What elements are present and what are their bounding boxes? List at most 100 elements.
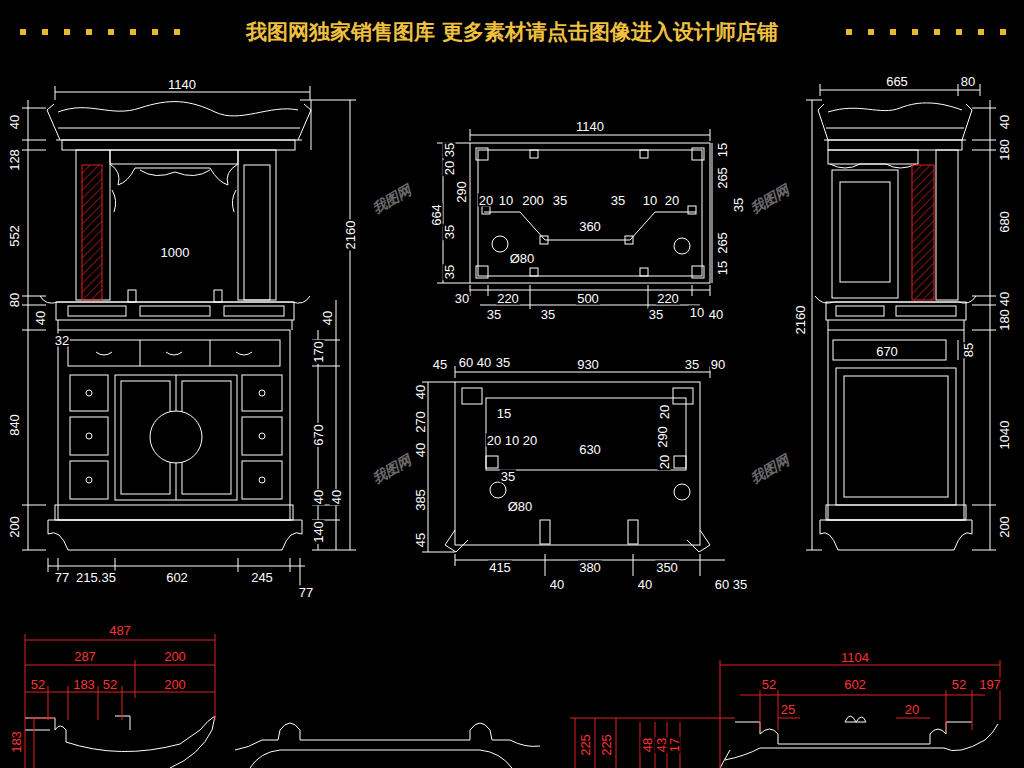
dimension-label: 77 — [298, 586, 314, 599]
dimension-label: 15 — [496, 407, 512, 420]
dimension-label: 40 — [637, 578, 653, 591]
dimension-label: 45 — [432, 358, 448, 371]
dimension-label: 200 — [8, 515, 21, 539]
watermark: 我图网 — [748, 453, 793, 486]
dimension-label: 35 — [500, 470, 516, 483]
dimension-label: 40 — [330, 489, 343, 505]
dimension-label: 930 — [576, 358, 600, 371]
dimension-label: 40 — [321, 310, 334, 326]
dimension-label: 664 — [430, 203, 443, 227]
dimension-label: 197 — [978, 678, 1002, 691]
dimension-label: 680 — [998, 210, 1011, 234]
red-dimensions — [25, 634, 1000, 768]
dimension-label: 170 — [312, 340, 325, 364]
dimension-label: 200 — [521, 194, 545, 207]
dimension-label: 670 — [875, 345, 899, 358]
dimension-label: Ø80 — [509, 252, 536, 265]
dimension-label: 20 — [904, 703, 920, 716]
dimension-label: 40 — [998, 114, 1011, 130]
dimension-label: 290 — [455, 180, 468, 204]
dimension-label: 40 — [312, 489, 325, 505]
dimension-label: 552 — [8, 224, 21, 248]
dimension-label: 20 — [658, 404, 671, 420]
dimension-label: 20 — [443, 160, 456, 176]
dimension-label: 52 — [30, 678, 46, 691]
dimension-label: Ø80 — [507, 500, 534, 513]
dimension-label: 602 — [165, 571, 189, 584]
dimension-label: 40 — [476, 356, 492, 369]
dimension-label: 183 — [72, 678, 96, 691]
dimension-label: 500 — [576, 292, 600, 305]
dimension-label: 128 — [8, 148, 21, 172]
dimension-label: 380 — [578, 561, 602, 574]
watermark: 我图网 — [748, 183, 793, 216]
dimension-label: 40 — [8, 114, 21, 130]
watermark: 我图网 — [370, 183, 415, 216]
dimension-label: 20 — [658, 454, 671, 470]
dimension-label: 30 — [454, 292, 470, 305]
dimension-label: 35 — [552, 194, 568, 207]
dimension-label: 2160 — [794, 305, 807, 336]
dimension-label: 265 — [716, 166, 729, 190]
dimension-label: 140 — [312, 520, 325, 544]
dimension-label: 48 — [641, 737, 654, 753]
dimension-label: 60 — [714, 578, 730, 591]
dimension-label: 215.35 — [75, 571, 117, 584]
dimension-label: 10 — [498, 194, 514, 207]
dimension-label: 40 — [34, 310, 47, 326]
dimension-label: 80 — [960, 75, 976, 88]
dimension-label: 287 — [73, 650, 97, 663]
top-plan — [437, 129, 712, 309]
dimension-label: 630 — [578, 443, 602, 456]
dimension-label: 80 — [8, 292, 21, 308]
dimension-label: 10 — [689, 306, 705, 319]
dimension-label: 1000 — [160, 246, 191, 259]
dimension-label: 670 — [312, 423, 325, 447]
dimension-label: 40 — [414, 442, 427, 458]
dimension-label: 35 — [540, 308, 556, 321]
dimension-label: 35 — [443, 264, 456, 280]
dimension-label: 220 — [656, 292, 680, 305]
dimension-label: 270 — [414, 410, 427, 434]
watermark: 我图网 — [370, 453, 415, 486]
dimension-label: 77 — [54, 571, 70, 584]
crown-details — [25, 716, 998, 768]
dimension-label: 15 — [716, 142, 729, 158]
dimension-label: 20 — [478, 194, 494, 207]
dimension-label: 35 — [610, 194, 626, 207]
dimension-label: 20 — [486, 434, 502, 447]
dimension-label: 52 — [102, 678, 118, 691]
dimension-label: 15 — [716, 260, 729, 276]
dimension-label: 10 — [642, 194, 658, 207]
dimension-label: 200 — [163, 678, 187, 691]
dimension-label: 43 — [655, 737, 668, 753]
dimension-label: 32 — [54, 334, 70, 347]
dimension-label: 35 — [486, 308, 502, 321]
dimension-label: 200 — [998, 515, 1011, 539]
dimension-label: 40 — [708, 308, 724, 321]
front-elevation — [22, 86, 356, 590]
dimension-label: 487 — [108, 624, 132, 637]
dimension-label: 35 — [443, 224, 456, 240]
dimension-label: 840 — [8, 413, 21, 437]
dimension-label: 180 — [998, 308, 1011, 332]
dimension-label: 225 — [579, 733, 592, 757]
dimension-label: 60 — [458, 356, 474, 369]
dimension-label: 385 — [414, 488, 427, 512]
dimension-label: 10 — [504, 434, 520, 447]
dimension-label: 85 — [962, 342, 975, 358]
dimension-label: 35 — [732, 578, 748, 591]
banner-title: 我图网独家销售图库 更多素材请点击图像进入设计师店铺 — [242, 18, 782, 46]
dimension-label: 200 — [163, 650, 187, 663]
dimension-label: 1140 — [167, 78, 197, 91]
dimension-label: 1040 — [998, 420, 1011, 451]
dimension-label: 220 — [496, 292, 520, 305]
dimension-label: 1140 — [575, 120, 605, 133]
bottom-plan — [422, 366, 725, 576]
dimension-label: 35 — [443, 142, 456, 158]
dimension-label: 40 — [549, 578, 565, 591]
dimension-label: 290 — [656, 425, 669, 449]
dimension-label: 35 — [732, 197, 745, 213]
